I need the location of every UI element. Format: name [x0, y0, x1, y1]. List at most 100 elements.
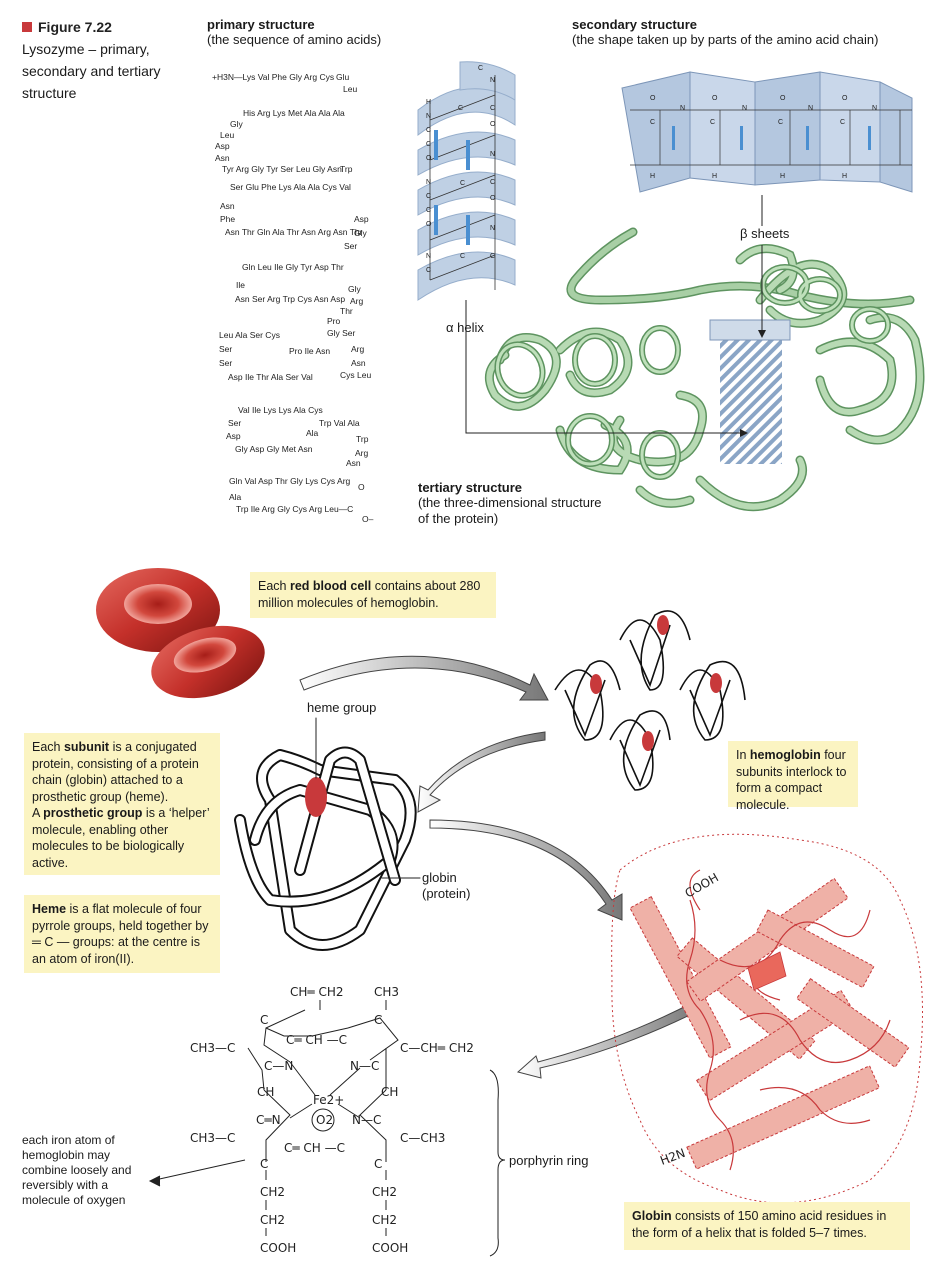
chem-c-ch-c-low: C═ CH —C [284, 1141, 345, 1155]
seq-asp2: Asp [354, 214, 369, 224]
svg-text:C: C [778, 119, 783, 126]
heme-dot-2 [590, 674, 602, 694]
globin-label: globin (protein) [422, 870, 502, 902]
red-blood-cells [96, 568, 265, 699]
chem-c-n-left: C—N [264, 1059, 293, 1073]
chem-ch-right: CH [381, 1085, 398, 1099]
seq-line-10: Val Ile Lys Lys Ala Cys [238, 405, 323, 415]
svg-text:C: C [426, 127, 431, 134]
svg-text:C: C [458, 105, 463, 112]
figure-caption: Lysozyme – primary, secondary and tertia… [22, 41, 161, 101]
rbc-note-post: contains about 280 million molecules of … [258, 579, 481, 610]
svg-text:C: C [490, 179, 495, 186]
seq-line-3: Tyr Arg Gly Tyr Ser Leu Gly Asn [222, 164, 342, 174]
svg-text:C: C [426, 141, 431, 148]
primary-structure-title: primary structure [207, 17, 315, 32]
heme-group-label: heme group [307, 700, 377, 715]
tertiary-structure-subtitle-1: (the three-dimensional structure [418, 495, 602, 510]
hb-note-bold: hemoglobin [749, 748, 821, 762]
svg-text:H: H [650, 173, 655, 180]
subunit-note-p2-pre: A [32, 806, 44, 820]
chem-c-c: C [260, 1157, 268, 1171]
cooh-label: COOH [683, 870, 721, 900]
globin-figure [611, 833, 923, 1204]
hb-note-pre: In [736, 748, 750, 762]
oxygen-note: each iron atom of hemoglobin may combine… [22, 1133, 132, 1207]
svg-text:H: H [780, 173, 785, 180]
svg-text:O: O [712, 95, 718, 102]
heme-labels: CH═ CH2 CH3 CH3—C C—CH═ CH2 C C C═ CH —C… [190, 985, 474, 1255]
subunit-note-p2-bold: prosthetic group [43, 806, 143, 820]
chem-cooh-a: COOH [260, 1241, 296, 1255]
seq-asp: Asp [215, 141, 230, 151]
svg-text:C: C [490, 253, 495, 260]
seq-o: O [358, 482, 365, 492]
seq-arg: Arg [350, 296, 364, 306]
svg-text:O: O [426, 221, 432, 228]
svg-text:N: N [680, 105, 685, 112]
seq-trp2: Trp [356, 434, 369, 444]
seq-trpval: Trp Val Ala [319, 418, 360, 428]
seq-line-1: +H3N—Lys Val Phe Gly Arg Cys [212, 72, 334, 82]
subunit-note-p1-bold: subunit [63, 740, 110, 754]
chem-ch3-top: CH3 [374, 985, 399, 999]
seq-asn2: Asn [220, 201, 235, 211]
rbc-note-pre: Each [258, 579, 290, 593]
seq-glu: Glu [336, 72, 350, 82]
seq-cysleu: Cys Leu [340, 370, 371, 380]
chem-cooh-b: COOH [372, 1241, 408, 1255]
hemoglobin-molecule [554, 610, 746, 791]
tertiary-ribbon [484, 227, 925, 512]
seq-arg3: Arg [355, 448, 369, 458]
tertiary-structure-subtitle-2: of the protein) [418, 511, 499, 526]
heme-group-shape [305, 777, 327, 817]
chem-ch3-left2: CH3—C [190, 1131, 235, 1145]
svg-text:C: C [460, 253, 465, 260]
seq-arg2: Arg [351, 344, 365, 354]
chem-c-a: C [260, 1013, 268, 1027]
heme-structure [148, 1000, 506, 1257]
rbc-to-hemoglobin-arrow [299, 655, 549, 701]
chem-ch3-left: CH3—C [190, 1041, 235, 1055]
seq-line-5: Asn Thr Gln Ala Thr Asn Arg Asn Thr [225, 227, 363, 237]
alpha-helix-label: α helix [446, 320, 484, 335]
seq-ile: Ile [236, 280, 245, 290]
svg-text:O: O [490, 195, 496, 202]
seq-gly3: Gly [348, 284, 362, 294]
seq-line-12: Gln Val Asp Thr Gly Lys Cys Arg [229, 476, 351, 486]
heme-note-bold: Heme [32, 902, 67, 916]
svg-text:O: O [490, 121, 496, 128]
svg-text:O: O [842, 95, 848, 102]
seq-line-9: Asp Ile Thr Ala Ser Val [228, 372, 313, 382]
seq-gly4: Gly Ser [327, 328, 356, 338]
chem-o2: O2 [316, 1113, 333, 1127]
globin-label-line-2: (protein) [422, 886, 471, 901]
subunit-note: Each subunit is a conjugated protein, co… [24, 733, 220, 875]
svg-text:N: N [808, 105, 813, 112]
heme-dot-4 [642, 731, 654, 751]
tertiary-structure-title: tertiary structure [418, 480, 523, 495]
chem-c-b: C [374, 1013, 382, 1027]
svg-text:C: C [426, 267, 431, 274]
beta-sheet-hatch [720, 340, 782, 464]
heme-dot-1 [657, 615, 669, 635]
svg-text:C: C [426, 193, 431, 200]
seq-ala2: Ala [229, 492, 242, 502]
figure-marker-icon [22, 22, 32, 32]
chem-c-ch-c: C═ CH —C [286, 1033, 347, 1047]
subunit-to-globin-arrow [429, 819, 623, 921]
seq-trp: Trp [340, 164, 353, 174]
seq-line-11: Gly Asp Gly Met Asn [235, 444, 313, 454]
seq-asn: Asn [215, 153, 230, 163]
seq-o-minus: O– [362, 514, 374, 524]
chem-ch2-a2: CH2 [260, 1213, 285, 1227]
seq-ser4: Ser [228, 418, 241, 428]
globin-heme-plane [747, 951, 787, 991]
beta-sheet-block [709, 319, 791, 341]
seq-pro: Pro [327, 316, 341, 326]
seq-ala: Ala [306, 428, 319, 438]
svg-text:N: N [490, 77, 495, 84]
seq-asn3: Asn [351, 358, 366, 368]
